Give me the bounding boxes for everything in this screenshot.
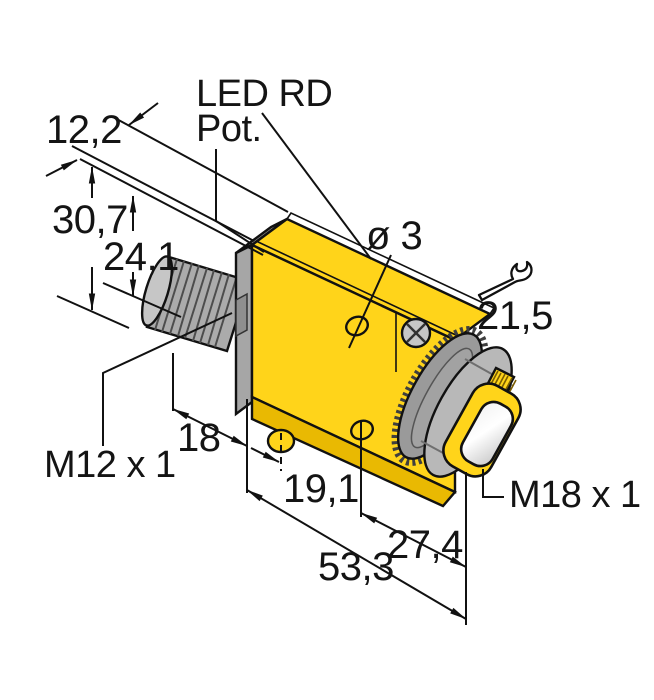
dim-19-1-arrow bbox=[250, 447, 280, 463]
dimension-lines bbox=[45, 102, 467, 620]
dim-label-53-3: 53,3 bbox=[318, 545, 394, 589]
leader-lines bbox=[102, 112, 504, 498]
mounting-hole-top bbox=[345, 315, 369, 337]
phillips-cross-icon bbox=[406, 323, 426, 343]
dim-12-2-arrow-upper bbox=[128, 102, 159, 126]
label-led: LED RD bbox=[196, 73, 332, 115]
lens bbox=[442, 382, 522, 478]
ext-line-top-rear bbox=[112, 116, 289, 213]
end-cap-notch bbox=[235, 292, 248, 338]
dim-18-line bbox=[172, 408, 248, 447]
label-m12-thread: M12 x 1 bbox=[44, 444, 176, 486]
dim-label-19-1: 19,1 bbox=[283, 467, 359, 511]
ext-line-bottom-lower bbox=[56, 295, 130, 329]
dim-label-overall-height: 30,7 bbox=[52, 198, 128, 242]
dim-label-top-width: 12,2 bbox=[46, 108, 122, 152]
dim-label-hole-diameter: ø 3 bbox=[366, 214, 422, 258]
body-top-chamfer-line bbox=[255, 240, 459, 337]
leader-m12 bbox=[102, 312, 233, 446]
lens-face bbox=[459, 400, 515, 468]
dim-label-wrench-size: 21,5 bbox=[477, 294, 553, 338]
wrench-icon-shape bbox=[477, 260, 533, 302]
label-pot: Pot. bbox=[196, 108, 262, 150]
pot-screw bbox=[400, 317, 432, 349]
dim-label-body-height: 24,1 bbox=[103, 235, 179, 279]
ext-line-bottom-upper bbox=[102, 282, 182, 318]
wrench-icon bbox=[477, 260, 533, 302]
dim-label-18: 18 bbox=[177, 416, 221, 460]
label-m18-thread: M18 x 1 bbox=[509, 474, 641, 516]
ext-line-top-front bbox=[79, 158, 264, 256]
m12-connector bbox=[140, 255, 251, 353]
leader-m18 bbox=[482, 469, 504, 498]
dim-53-3-line bbox=[246, 489, 467, 620]
leader-led bbox=[261, 112, 372, 260]
leader-hole-dia bbox=[348, 254, 392, 349]
m12-connector-tip bbox=[140, 255, 174, 327]
leader-pot bbox=[215, 149, 265, 253]
m12-thread-lines bbox=[154, 258, 238, 348]
dim-12-2-arrow-lower bbox=[45, 159, 78, 177]
dim-label-27-4: 27,4 bbox=[387, 523, 463, 567]
